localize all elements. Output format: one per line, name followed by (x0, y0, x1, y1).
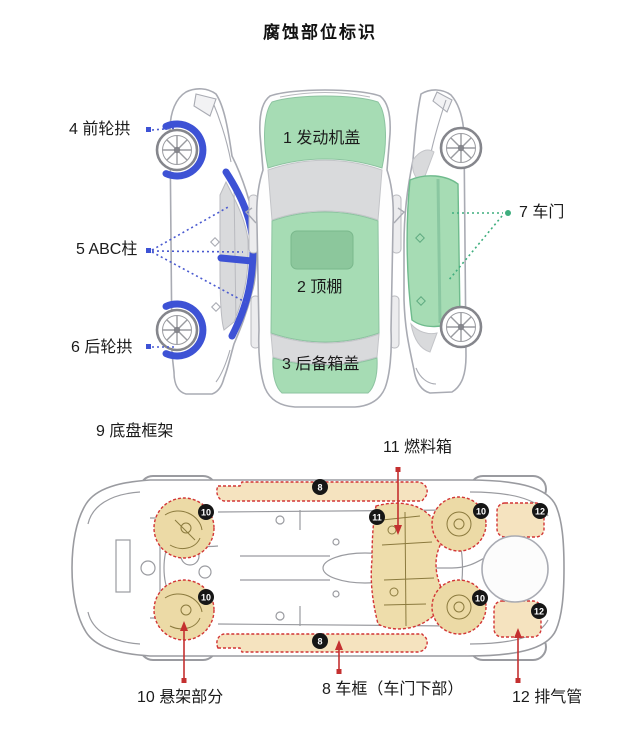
highlight-inner-detail (164, 510, 472, 630)
callout-sill-frame: 8 车框（车门下部） (322, 681, 464, 698)
heading-chassis-frame: 9 底盘框架 (96, 423, 174, 440)
red-leader-markers (180, 467, 522, 683)
callout-fuel-tank: 11 燃料箱 (383, 439, 453, 456)
door-seam (436, 178, 442, 324)
number-badges: 8 8 10 10 11 10 10 12 12 (198, 479, 548, 649)
badge-sill-top: 8 (317, 483, 322, 493)
badge-muffler-bottom: 12 (534, 607, 544, 617)
callout-exhaust-pipe: 12 排气管 (512, 689, 583, 706)
windshield (267, 159, 383, 221)
page-title: 腐蚀部位标识 (263, 23, 377, 42)
badge-suspension-rear-top: 10 (476, 507, 486, 517)
rear-window (270, 333, 380, 365)
trunk-highlight (272, 357, 378, 394)
callout-front-wheel-arch: 4 前轮拱 (69, 121, 131, 138)
suspension-highlight-rear-top (431, 496, 487, 552)
left-mirror (244, 207, 257, 224)
underbody-highlights (153, 481, 545, 653)
badge-suspension-front-top: 10 (201, 508, 211, 518)
callout-roof: 2 顶棚 (297, 279, 343, 296)
left-car-rear-wheel (155, 308, 199, 352)
right-mirror (393, 207, 406, 224)
badge-suspension-rear-bottom: 10 (475, 594, 485, 604)
top-view-car (244, 89, 406, 408)
suspension-highlight-rear-bottom (431, 579, 487, 635)
green-leader-dot (505, 210, 511, 216)
callout-trunk-lid: 3 后备箱盖 (282, 356, 360, 373)
blue-leader-lines (151, 127, 248, 348)
right-car-front-window (412, 149, 435, 185)
badge-muffler-top: 12 (535, 507, 545, 517)
blue-leader-dots (146, 127, 151, 349)
side-view-car-right (403, 89, 483, 394)
callout-abc-pillars: 5 ABC柱 (76, 241, 138, 258)
underbody-view: 8 8 10 10 11 10 10 12 12 (71, 467, 565, 683)
green-leader-lines (447, 212, 503, 282)
callout-hood: 1 发动机盖 (283, 130, 361, 147)
sunroof (290, 230, 354, 270)
side-view-car-left (155, 88, 258, 395)
rear-wheel-arch-highlight (162, 300, 207, 360)
door-highlight (406, 175, 461, 328)
front-wheel-arch-highlight (162, 120, 207, 180)
b-pillar-highlight (217, 254, 256, 265)
red-leader-lines (183, 472, 519, 679)
left-car-front-wheel (155, 128, 199, 172)
callout-rear-wheel-arch: 6 后轮拱 (71, 339, 133, 356)
right-car-rear-wheel (439, 305, 483, 349)
hood-highlight (264, 95, 386, 169)
badge-suspension-front-bottom: 10 (201, 593, 211, 603)
badge-fuel-tank: 11 (372, 513, 382, 523)
left-car-body-lines (193, 93, 232, 383)
callout-suspension: 10 悬架部分 (137, 689, 224, 706)
badge-sill-bottom: 8 (317, 637, 322, 647)
callout-doors: 7 车门 (519, 204, 565, 221)
spare-wheel (481, 535, 549, 603)
right-car-rear-window (410, 322, 438, 353)
right-car-front-wheel (439, 126, 483, 170)
